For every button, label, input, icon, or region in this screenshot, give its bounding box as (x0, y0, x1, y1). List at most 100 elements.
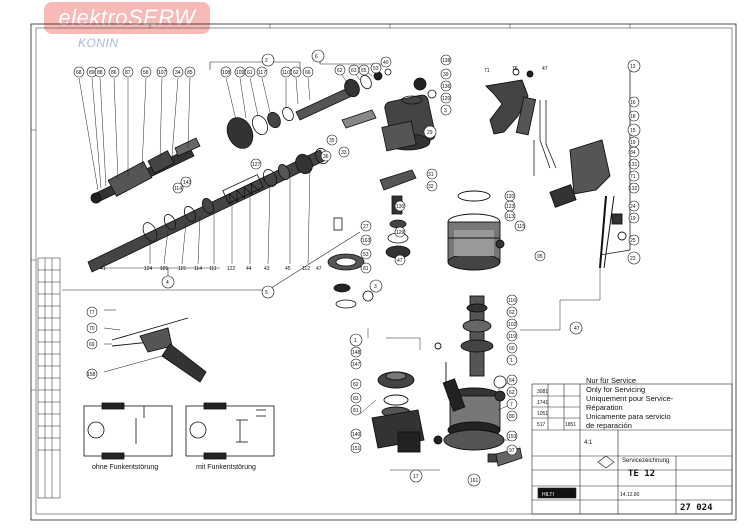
drawing-number: 27 024 (680, 503, 713, 513)
gear-housing (341, 77, 437, 152)
callout-label: 6 (315, 54, 318, 60)
drawing-date: 14.12.80 (620, 492, 640, 498)
watermark-city: KONIN (78, 36, 119, 50)
callout-label: 47 (574, 326, 580, 332)
note-es-cont: de reparación (586, 421, 632, 430)
callout-label: 122 (227, 266, 236, 272)
callout-label: 112 (302, 266, 310, 272)
callout-label: 44 (246, 266, 252, 272)
clutch-assembly (226, 68, 392, 149)
callout-label: 111 (209, 266, 217, 272)
callout-label: 117 (258, 70, 266, 76)
rotor-stator (442, 295, 505, 451)
callout-label: 3 (374, 284, 377, 290)
callout-label: 27 (363, 224, 369, 230)
callout-label: 62 (509, 310, 515, 316)
callout-label: 114 (194, 266, 202, 272)
callout-label: 161 (470, 478, 479, 484)
watermark-brand: elektroSERW (58, 5, 196, 30)
callout-label: 15 (630, 128, 636, 134)
callout-label: 32 (428, 184, 434, 190)
callout-label: 83 (353, 396, 359, 402)
callout-label: 76 (512, 66, 518, 72)
callout-label: 138 (442, 58, 451, 64)
service-notes: Nur für Service Only for Servicing Uniqu… (586, 376, 673, 430)
drawing-frame (30, 23, 737, 521)
callout-label: 95 (537, 254, 543, 260)
motor-housing (447, 190, 505, 271)
callout-label: 114 (174, 186, 182, 192)
callout-label: 88 (97, 70, 103, 76)
callout-label: 81 (363, 266, 369, 272)
callout-label: 41 (100, 266, 106, 272)
callout-label: 70 (89, 326, 95, 332)
callout-label: 153 (508, 434, 517, 440)
callout-label: 131 (629, 162, 638, 168)
callout-label: 35 (329, 138, 335, 144)
callout-label: 119 (508, 334, 516, 340)
callout-label: 86 (111, 70, 117, 76)
callout-label: 53 (373, 66, 379, 72)
callout-label: 140 (352, 432, 361, 438)
top-left-leaders (78, 77, 191, 191)
callout-label: 115 (178, 266, 186, 272)
callout-label: 16 (630, 100, 636, 106)
callout-label: 69 (89, 342, 95, 348)
callout-label: 123 (506, 204, 515, 210)
callout-label: 71 (484, 68, 490, 74)
center-parts (327, 169, 417, 309)
scale-value: 4:1 (584, 440, 593, 446)
callout-label: 62 (293, 70, 299, 76)
revision-entry: 1741 (537, 400, 548, 406)
callout-label: 132 (629, 186, 638, 192)
callout-label: 25 (630, 238, 636, 244)
callout-label: 36 (323, 154, 329, 160)
callout-label: 129 (396, 230, 405, 236)
callout-label: 62 (509, 390, 515, 396)
callout-label: 130 (396, 204, 405, 210)
watermark-logo: elektroSERW (44, 2, 210, 34)
callout-label: 127 (252, 162, 261, 168)
callout-label: 110 (282, 70, 290, 76)
spindle-assembly (90, 137, 201, 204)
note-es: Unicamente para servicio (586, 412, 671, 421)
callout-label: 62 (337, 68, 343, 74)
callout-label: 151 (352, 446, 361, 452)
callout-label: 163 (362, 238, 371, 244)
revision-side-table (37, 257, 61, 499)
callout-label: 24 (630, 204, 636, 210)
callout-label: 109 (236, 70, 245, 76)
callout-label: 71 (630, 174, 636, 180)
callout-label: 120 (506, 194, 515, 200)
callout-label: 66 (305, 70, 311, 76)
callout-label: 85 (187, 70, 193, 76)
circuit-right (185, 402, 275, 460)
callout-label: 124 (144, 266, 153, 272)
title-block (531, 383, 733, 515)
callout-label: 18 (630, 114, 636, 120)
callout-label: 115 (517, 224, 525, 230)
side-handle-tools (103, 309, 207, 383)
callout-label: 53 (363, 252, 369, 258)
note-fr: Uniquement pour Service- (586, 394, 674, 403)
callout-label: 33 (341, 150, 347, 156)
callout-label: 158 (87, 372, 96, 378)
revision-entry: 1851 (565, 422, 576, 428)
callout-label: 47 (542, 66, 548, 72)
revision-entry: 517 (537, 422, 546, 428)
circuit-left (83, 402, 173, 460)
lower-gear-parts (371, 342, 447, 453)
callout-label: 102 (508, 322, 517, 328)
drawing-title: Servicezeichnung (622, 458, 669, 464)
callout-label: 113 (506, 214, 514, 220)
shaft-leaders (103, 167, 311, 266)
note-de: Nur für Service (586, 376, 637, 385)
callout-label: 64 (509, 378, 515, 384)
callout-label: 1 (510, 358, 513, 364)
callout-label: 34 (175, 70, 181, 76)
callout-label: 31 (428, 172, 434, 178)
callout-label: 107 (158, 70, 167, 76)
callout-label: 82 (353, 382, 359, 388)
